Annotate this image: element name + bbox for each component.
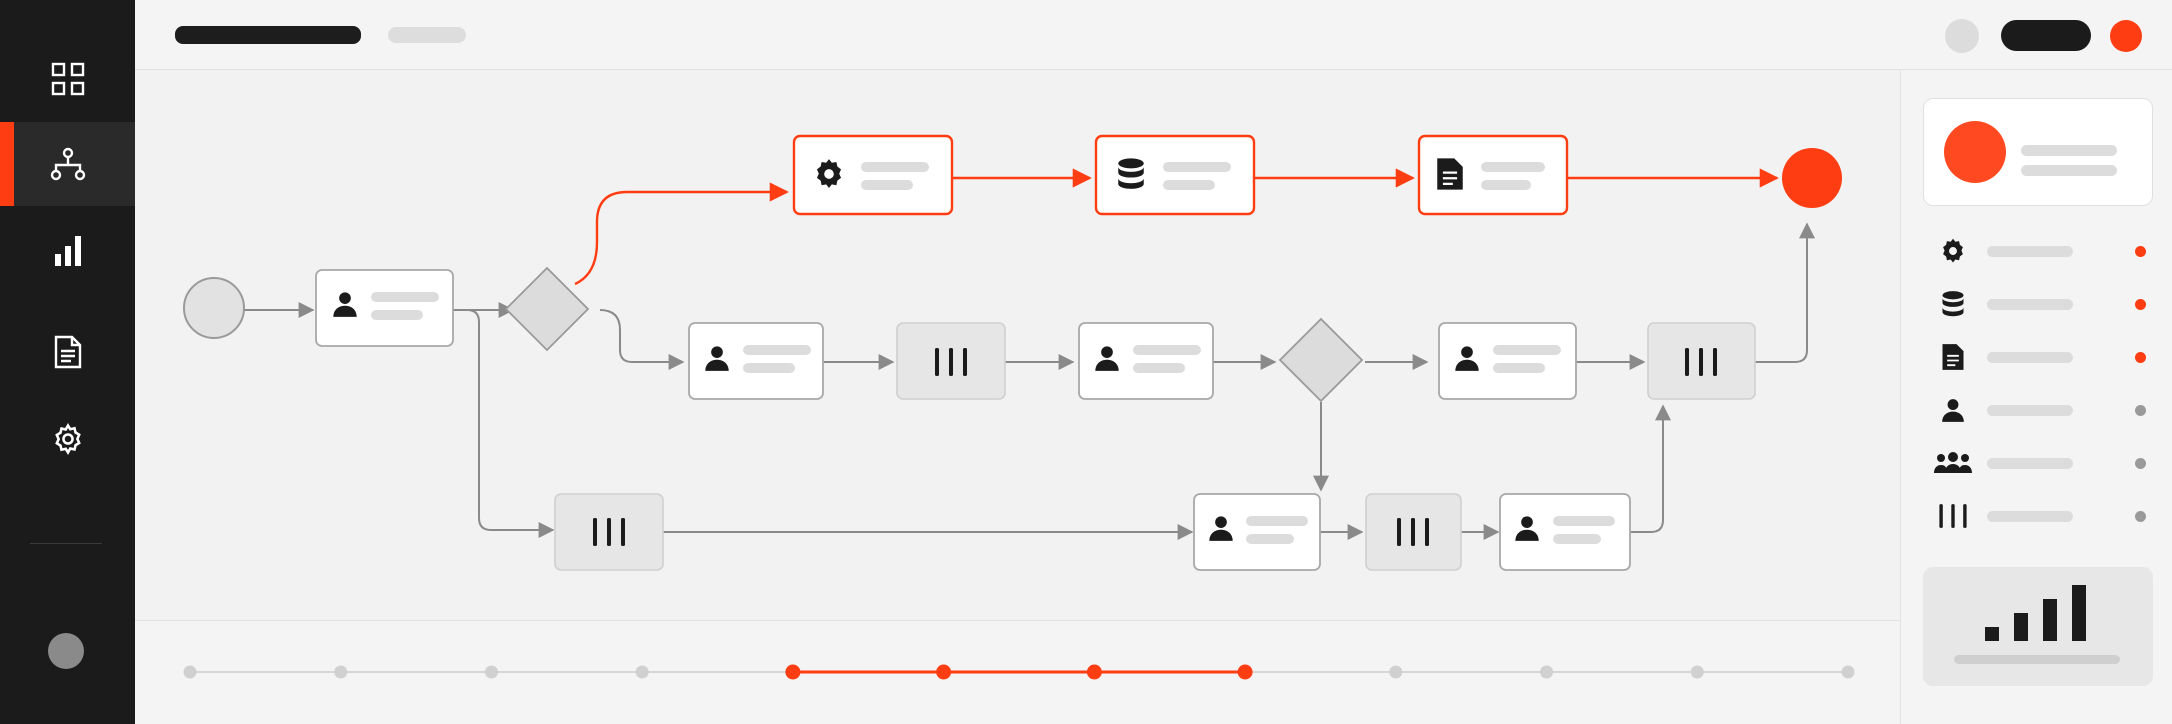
selected-node-card[interactable] [1923, 98, 2153, 206]
legend-label-placeholder [1987, 405, 2073, 416]
legend-row-parallel[interactable] [1933, 499, 2153, 533]
sidebar-item-documents[interactable] [0, 310, 135, 394]
sidebar [0, 0, 135, 724]
timeline-step[interactable] [1841, 665, 1855, 679]
parallel-task-node[interactable] [1647, 322, 1756, 400]
timeline-step[interactable] [1540, 665, 1554, 679]
legend-row-group[interactable] [1933, 446, 2153, 480]
database-icon [1933, 289, 1973, 319]
user-task-node[interactable] [1438, 322, 1577, 400]
user-task-node[interactable] [688, 322, 824, 400]
gateway-diamond[interactable] [1278, 317, 1364, 403]
grid-icon [51, 62, 84, 96]
sidebar-item-analytics[interactable] [0, 208, 135, 292]
legend-label-placeholder [1987, 299, 2073, 310]
sidebar-item-settings[interactable] [0, 397, 135, 481]
timeline-step[interactable] [785, 664, 801, 680]
gear-icon [1933, 236, 1973, 266]
status-indicator[interactable] [2110, 20, 2142, 52]
timeline-step[interactable] [1086, 664, 1102, 680]
gear-icon [816, 159, 842, 189]
user-task-node[interactable] [1193, 493, 1321, 571]
task-node-document[interactable] [1417, 134, 1569, 216]
bar-chart-icon [54, 236, 81, 266]
legend-row-user[interactable] [1933, 393, 2153, 427]
connectors-highlighted [574, 168, 1779, 286]
breadcrumb-placeholder [388, 27, 466, 43]
mini-chart-bar [1985, 627, 1999, 641]
timeline-step[interactable] [484, 665, 498, 679]
document-icon [1437, 158, 1463, 190]
user-avatar[interactable] [48, 633, 84, 669]
parallel-bars-icon [1933, 501, 1973, 531]
database-icon [1118, 158, 1144, 189]
user-task-node[interactable] [1499, 493, 1631, 571]
document-icon [1933, 342, 1973, 372]
timeline-step[interactable] [1389, 665, 1403, 679]
node-avatar [1944, 121, 2006, 183]
timeline-step[interactable] [334, 665, 348, 679]
status-dot [2135, 511, 2146, 522]
task-node-gear[interactable] [792, 134, 954, 216]
sidebar-divider [30, 543, 102, 544]
legend-row-document[interactable] [1933, 340, 2153, 374]
status-dot [2135, 246, 2146, 257]
timeline [135, 620, 1900, 724]
parallel-task-node[interactable] [896, 322, 1006, 400]
notification-button[interactable] [1945, 19, 1979, 53]
legend-label-placeholder [1987, 246, 2073, 257]
card-subtitle-placeholder [2021, 165, 2117, 176]
status-dot [2135, 458, 2146, 469]
bar-chart-icon [1954, 585, 2120, 664]
timeline-track[interactable] [135, 621, 1900, 724]
top-bar [135, 0, 2172, 70]
gateway-diamond[interactable] [504, 266, 590, 352]
primary-action-button[interactable] [2001, 20, 2091, 51]
legend-label-placeholder [1987, 511, 2073, 522]
parallel-task-node[interactable] [554, 493, 664, 571]
user-task-node[interactable] [1078, 322, 1214, 400]
legend-row-gear[interactable] [1933, 234, 2153, 268]
timeline-step[interactable] [183, 665, 197, 679]
mini-chart-card[interactable] [1923, 567, 2153, 686]
timeline-step[interactable] [936, 664, 952, 680]
mini-chart-bar [2014, 613, 2028, 641]
mini-chart-bar [2043, 599, 2057, 641]
status-dot [2135, 405, 2146, 416]
mini-chart-axis [1954, 655, 2120, 664]
sidebar-item-dashboard[interactable] [0, 37, 135, 121]
task-node-database[interactable] [1094, 134, 1256, 216]
card-title-placeholder [2021, 145, 2117, 156]
timeline-step[interactable] [1237, 664, 1253, 680]
status-dot [2135, 352, 2146, 363]
parallel-task-node[interactable] [1365, 493, 1462, 571]
mini-chart-bar [2072, 585, 2086, 641]
workflow-icon [50, 147, 85, 181]
workflow-canvas[interactable] [135, 70, 1900, 620]
document-icon [54, 335, 81, 369]
sidebar-item-workflows[interactable] [0, 122, 135, 206]
timeline-step[interactable] [1690, 665, 1704, 679]
legend-label-placeholder [1987, 352, 2073, 363]
user-icon [1933, 395, 1973, 425]
group-icon [1933, 448, 1973, 478]
end-event[interactable] [1782, 148, 1842, 208]
connectors-default [243, 222, 1815, 540]
status-dot [2135, 299, 2146, 310]
timeline-step[interactable] [635, 665, 649, 679]
details-panel [1900, 70, 2172, 724]
page-title-placeholder [175, 26, 361, 44]
gear-icon [54, 423, 81, 455]
start-event[interactable] [183, 277, 245, 339]
legend-label-placeholder [1987, 458, 2073, 469]
legend-row-database[interactable] [1933, 287, 2153, 321]
user-task-node[interactable] [315, 269, 454, 347]
